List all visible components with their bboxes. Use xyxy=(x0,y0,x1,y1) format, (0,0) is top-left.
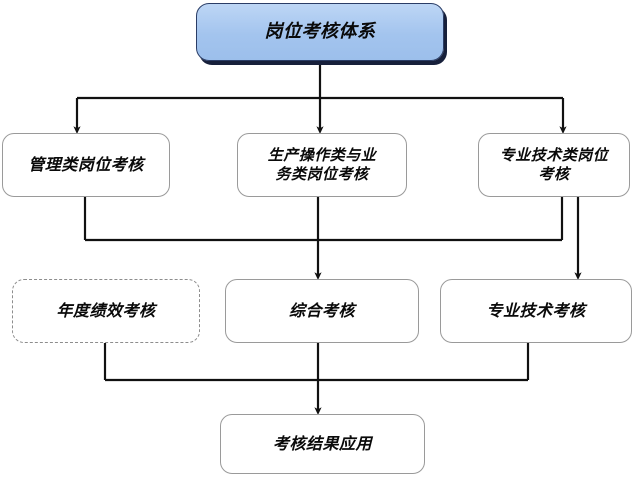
node-root-label: 岗位考核体系 xyxy=(264,21,376,43)
node-root[interactable]: 岗位考核体系 xyxy=(196,3,444,61)
node-comprehensive-assessment-label: 综合考核 xyxy=(288,300,355,320)
node-professional-technical-post-assessment-label: 专业技术类岗位 考核 xyxy=(499,145,609,183)
node-production-operation-assessment-label: 生产操作类与业 务类岗位考核 xyxy=(267,145,377,183)
node-technical-assessment[interactable]: 专业技术考核 xyxy=(440,279,632,343)
node-management-assessment-label: 管理类岗位考核 xyxy=(28,154,144,174)
node-comprehensive-assessment[interactable]: 综合考核 xyxy=(225,279,419,343)
node-annual-performance-assessment[interactable]: 年度绩效考核 xyxy=(12,279,200,343)
node-production-operation-assessment[interactable]: 生产操作类与业 务类岗位考核 xyxy=(237,133,407,197)
node-assessment-result-application[interactable]: 考核结果应用 xyxy=(220,414,425,474)
node-professional-technical-post-assessment[interactable]: 专业技术类岗位 考核 xyxy=(478,133,630,197)
node-assessment-result-application-label: 考核结果应用 xyxy=(272,433,372,453)
node-management-assessment[interactable]: 管理类岗位考核 xyxy=(2,133,170,197)
node-annual-performance-assessment-label: 年度绩效考核 xyxy=(56,300,156,320)
node-technical-assessment-label: 专业技术考核 xyxy=(486,300,586,320)
